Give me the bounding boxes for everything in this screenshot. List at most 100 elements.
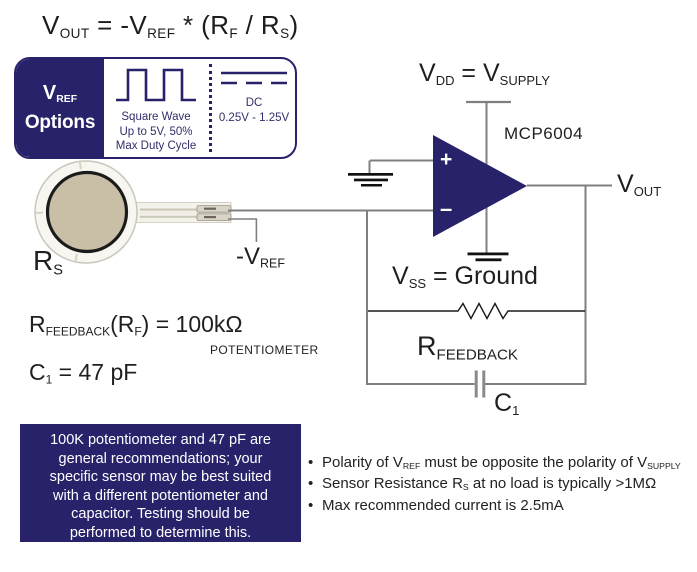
formula-segment: = -: [89, 10, 130, 40]
label-segment: (R: [110, 311, 135, 337]
opamp-triangle: [433, 135, 527, 237]
sensor-active-area: [45, 170, 129, 254]
vref-header-v: V: [42, 82, 57, 105]
label-segment: V: [392, 454, 403, 471]
label-segment: Max recommended current is 2.5mA: [322, 496, 564, 514]
bullet-polarity: •Polarity of VREF must be opposite the p…: [308, 454, 681, 475]
sensor-label: RS: [33, 245, 63, 278]
label-segment: V: [637, 454, 648, 471]
label-segment: SUPPLY: [647, 460, 681, 471]
label-segment: R: [452, 475, 463, 493]
opamp-part-number: MCP6004: [504, 124, 584, 143]
label-segment: OUT: [633, 183, 662, 199]
label-segment: must be opposite the polarity of: [420, 454, 638, 471]
vref-options-header: VREF Options: [16, 59, 104, 157]
formula-segment: OUT: [59, 26, 90, 42]
formula-segment: S: [280, 26, 290, 42]
dc-caption: DC 0.25V - 1.25V: [213, 96, 295, 125]
formula-segment: R: [210, 10, 230, 40]
caption-line: Up to 5V, 50%: [119, 125, 193, 138]
output-formula: VOUT = -VREF * (RF / RS): [42, 10, 299, 41]
label-segment: = Ground: [426, 262, 538, 290]
vout-label: VOUT: [617, 170, 661, 199]
label-segment: 1: [512, 402, 520, 418]
recommendation-note-box: 100K potentiometer and 47 pF are general…: [20, 424, 301, 542]
label-segment: R: [33, 245, 54, 276]
label-segment: -V: [236, 243, 260, 270]
note-line: specific sensor may be best suited: [49, 469, 272, 486]
bullet-dot: •: [308, 496, 314, 514]
vdd-label: VDD = VSUPPLY: [419, 59, 550, 88]
note-line: with a different potentiometer and: [53, 487, 268, 504]
dc-icon: [221, 71, 287, 85]
ground-icon: [348, 173, 393, 187]
label-segment: V: [482, 59, 500, 87]
label-segment: V: [392, 262, 409, 290]
resistor-icon: [368, 302, 585, 320]
square-wave-icon: [116, 68, 196, 102]
sensor-notch: [74, 253, 78, 264]
caption-line: DC: [245, 97, 263, 109]
label-segment: F: [134, 324, 142, 339]
label-segment: V: [617, 170, 634, 198]
label-segment: V: [419, 59, 436, 87]
label-segment: FEEDBACK: [436, 346, 518, 364]
dc-option: DC 0.25V - 1.25V: [213, 59, 295, 157]
notes-bullet-list: •Polarity of VREF must be opposite the p…: [308, 454, 681, 515]
bullet-max-current: • Max recommended current is 2.5mA: [308, 497, 681, 516]
formula-segment: /: [238, 10, 261, 40]
opamp-plus-input: +: [440, 148, 453, 171]
label-segment: DD: [435, 72, 455, 88]
ground-icon: [467, 252, 509, 262]
caption-line: Square Wave: [121, 111, 191, 123]
label-segment: Polarity of: [322, 454, 393, 471]
square-wave-caption: Square Wave Up to 5V, 50% Max Duty Cycle: [104, 110, 208, 154]
capacitor-value: C1 = 47 pF: [29, 359, 137, 387]
vref-header-sub: REF: [56, 94, 78, 106]
note-line: capacitor. Testing should be: [71, 506, 250, 523]
bullet-dot: •: [308, 454, 314, 471]
note-line: 100K potentiometer and 47 pF are: [50, 432, 271, 448]
formula-segment: F: [229, 26, 239, 42]
bullet-dot: •: [308, 475, 314, 493]
note-line: performed to determine this.: [69, 524, 252, 541]
label-segment: S: [462, 482, 469, 493]
label-segment: 1: [45, 372, 53, 387]
bullet-sensor-resistance: • Sensor Resistance RS at no load is typi…: [308, 475, 681, 496]
caption-line: 0.25V - 1.25V: [218, 111, 290, 124]
label-segment: FEEDBACK: [45, 324, 111, 339]
caption-line: Max Duty Cycle: [115, 140, 197, 152]
label-segment: REF: [402, 460, 421, 471]
formula-segment: R: [260, 10, 281, 40]
feedback-resistor-label: RFEEDBACK: [417, 331, 518, 364]
opamp-minus-input: –: [440, 196, 453, 221]
vref-header-word: Options: [24, 111, 96, 133]
label-segment: S: [53, 262, 63, 279]
formula-segment: ): [289, 10, 299, 40]
sensor-pin-marking: [204, 216, 216, 219]
vref-header-label: VREF: [43, 82, 77, 111]
label-segment: SS: [408, 275, 427, 291]
label-segment: R: [417, 331, 437, 361]
note-line: general recommendations; your: [58, 450, 263, 467]
label-segment: = 47 pF: [52, 359, 138, 385]
label-segment: C: [494, 389, 513, 417]
feedback-resistor-value: RFEEDBACK(RF) = 100kΩ: [29, 311, 243, 339]
vref-input-label: -VREF: [236, 243, 285, 271]
square-wave-option: Square Wave Up to 5V, 50% Max Duty Cycle: [104, 59, 208, 157]
label-segment: SUPPLY: [499, 72, 550, 88]
label-segment: Sensor Resistance: [322, 475, 453, 493]
label-segment: REF: [260, 256, 285, 271]
label-segment: ) = 100kΩ: [141, 311, 243, 337]
label-segment: at no load is typically >1MΩ: [468, 475, 657, 493]
label-segment: =: [454, 59, 483, 87]
vss-label: VSS = Ground: [392, 262, 538, 291]
capacitor-label: C1: [494, 389, 519, 418]
formula-segment: * (: [175, 10, 211, 40]
label-segment: R: [29, 311, 46, 337]
formula-segment: V: [129, 10, 148, 40]
potentiometer-note: POTENTIOMETER: [210, 343, 319, 357]
formula-segment: V: [42, 10, 60, 40]
